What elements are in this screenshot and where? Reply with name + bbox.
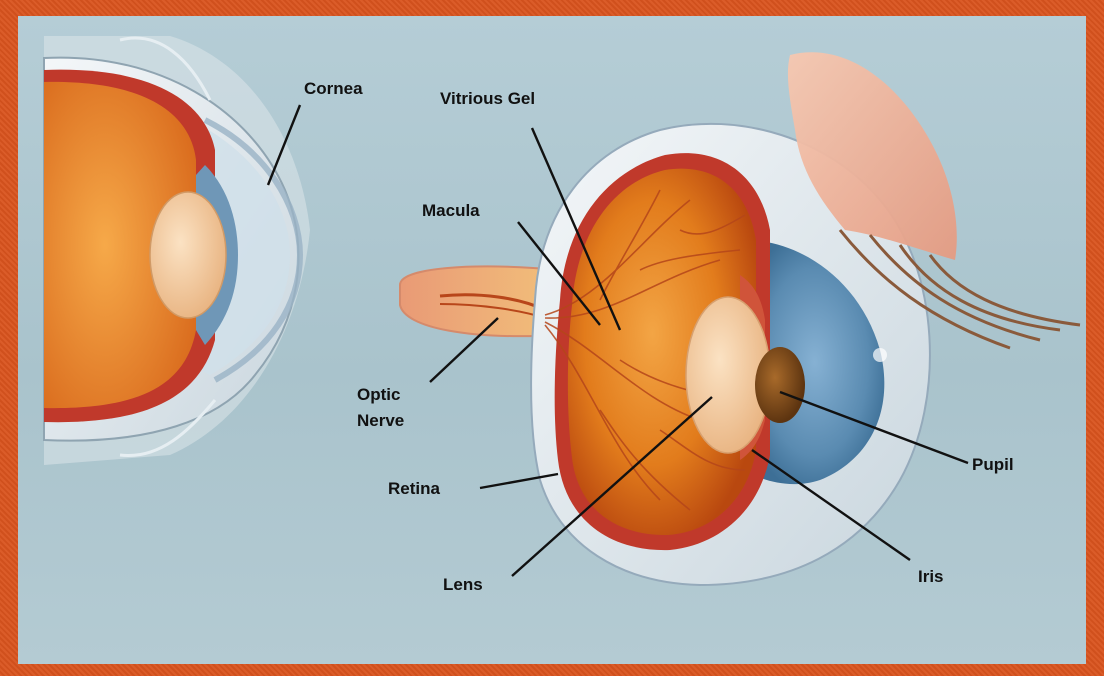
- label-optic-nerve-line2: Nerve: [357, 411, 404, 430]
- label-vitreous-gel: Vitrious Gel: [440, 89, 535, 108]
- label-iris: Iris: [918, 567, 944, 586]
- label-cornea: Cornea: [304, 79, 363, 98]
- side-eye-illustration: [44, 36, 310, 465]
- label-retina: Retina: [388, 479, 441, 498]
- label-lens: Lens: [443, 575, 483, 594]
- label-macula: Macula: [422, 201, 480, 220]
- label-pupil: Pupil: [972, 455, 1014, 474]
- eyeball-illustration: [400, 52, 1080, 585]
- label-optic-nerve-line1: Optic: [357, 385, 400, 404]
